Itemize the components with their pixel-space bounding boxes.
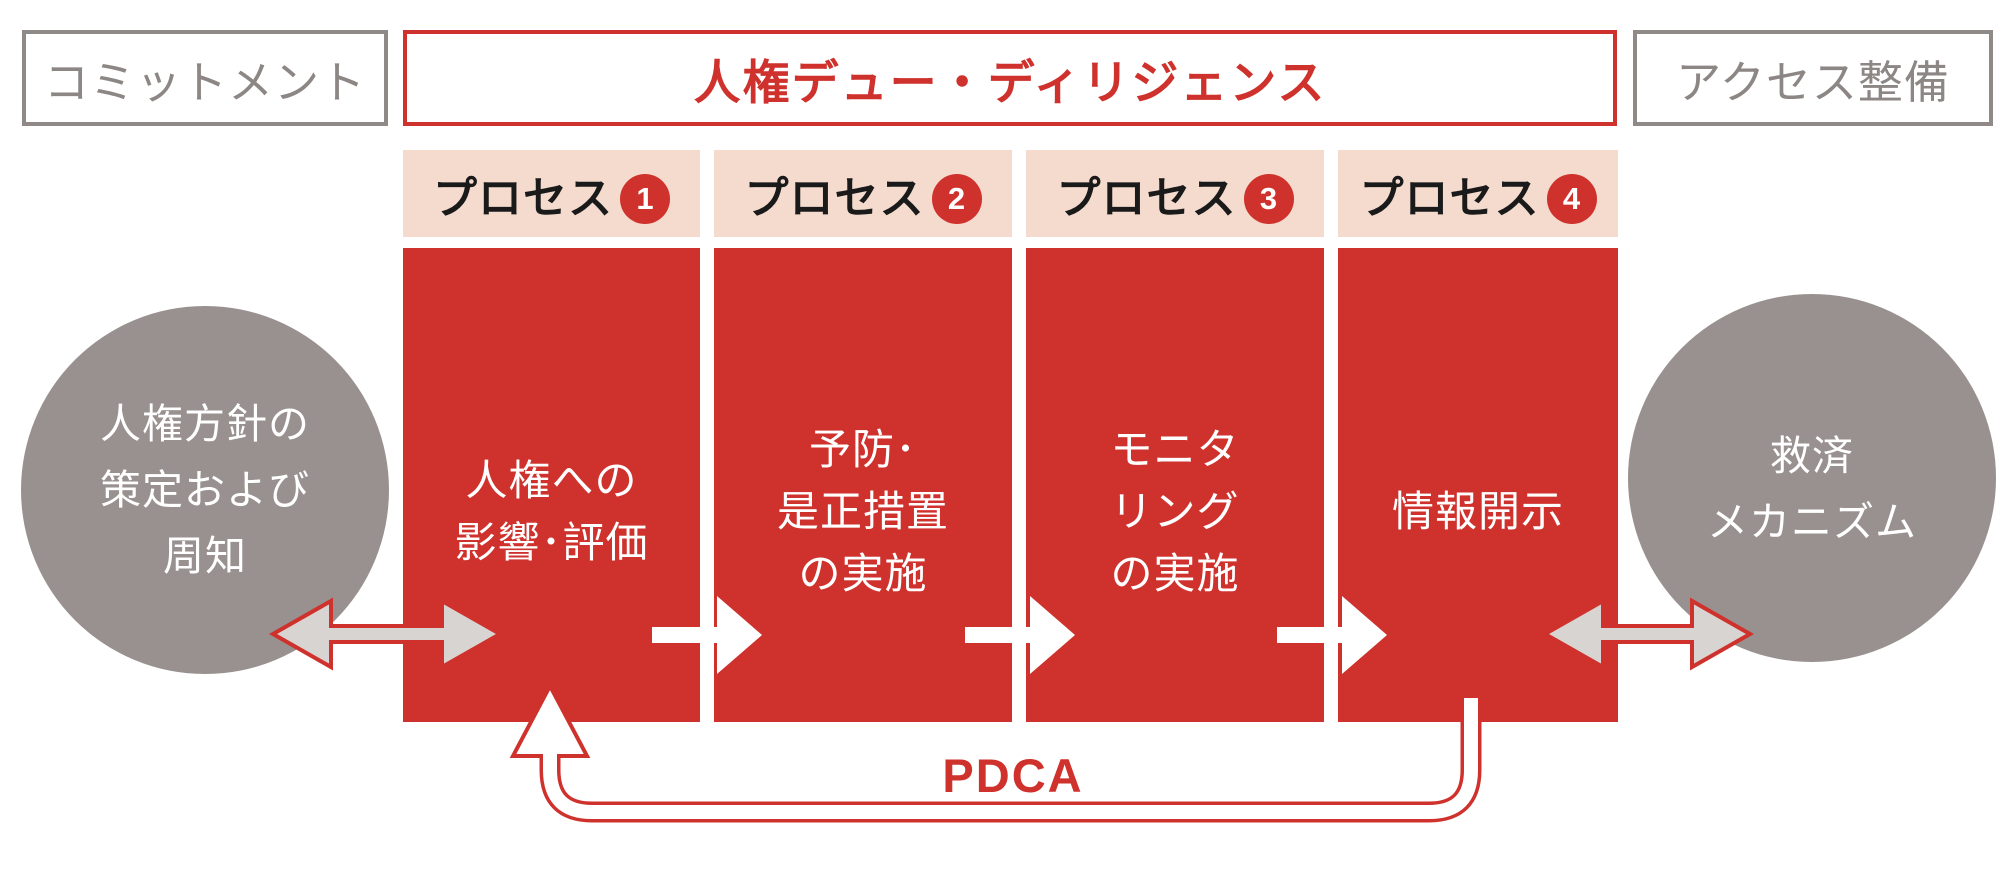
access-header-box: アクセス整備 <box>1633 30 1993 126</box>
process-arrow-3-4 <box>1277 596 1387 674</box>
process-4-text: 情報開示 <box>1391 488 1564 535</box>
process-2-box: 予防･ 是正措置 の実施 <box>714 248 1012 722</box>
process-2-header-label: プロセス <box>744 173 925 223</box>
process-3-text: モニタ リング の実施 <box>1110 426 1240 597</box>
process-2-header: プロセス 2 <box>714 150 1012 237</box>
process-3-header-label: プロセス <box>1056 173 1237 223</box>
process-4-header-label: プロセス <box>1359 173 1540 223</box>
process-arrow-2-3 <box>965 596 1075 674</box>
due-diligence-title-box: 人権デュー・ディリジェンス <box>403 30 1617 126</box>
process-1-header-label: プロセス <box>433 173 613 223</box>
left-double-arrow <box>268 597 505 671</box>
right-double-arrow <box>1540 597 1755 671</box>
remedy-circle: 救済 メカニズム <box>1628 294 1996 662</box>
process-3-header: プロセス 3 <box>1026 150 1324 237</box>
diagram-title: 人権デュー・ディリジェンス <box>693 55 1327 109</box>
process-2-text: 予防･ 是正措置 の実施 <box>776 426 949 597</box>
process-arrow-1-2 <box>652 596 762 674</box>
process-1-header: プロセス 1 <box>403 150 700 237</box>
process-3-box: モニタ リング の実施 <box>1026 248 1324 722</box>
process-4-number-badge: 4 <box>1546 173 1597 224</box>
commitment-label: コミットメント <box>43 56 366 108</box>
process-4-header: プロセス 4 <box>1338 150 1618 237</box>
process-2-number-badge: 2 <box>931 173 982 224</box>
pdca-label: PDCA <box>942 749 1084 802</box>
process-1-text: 人権への 影響･評価 <box>454 457 649 566</box>
policy-circle-text: 人権方針の 策定および 周知 <box>100 401 310 579</box>
pdca-arrow-junction-patch <box>543 751 557 760</box>
process-1-number-badge: 1 <box>620 173 670 224</box>
process-3-number-badge: 3 <box>1243 173 1294 224</box>
commitment-header-box: コミットメント <box>22 30 388 126</box>
remedy-circle-text: 救済 メカニズム <box>1707 433 1917 545</box>
access-label: アクセス整備 <box>1676 56 1950 108</box>
pdca-up-arrowhead <box>509 681 591 758</box>
pdca-loop-core <box>543 698 1478 819</box>
